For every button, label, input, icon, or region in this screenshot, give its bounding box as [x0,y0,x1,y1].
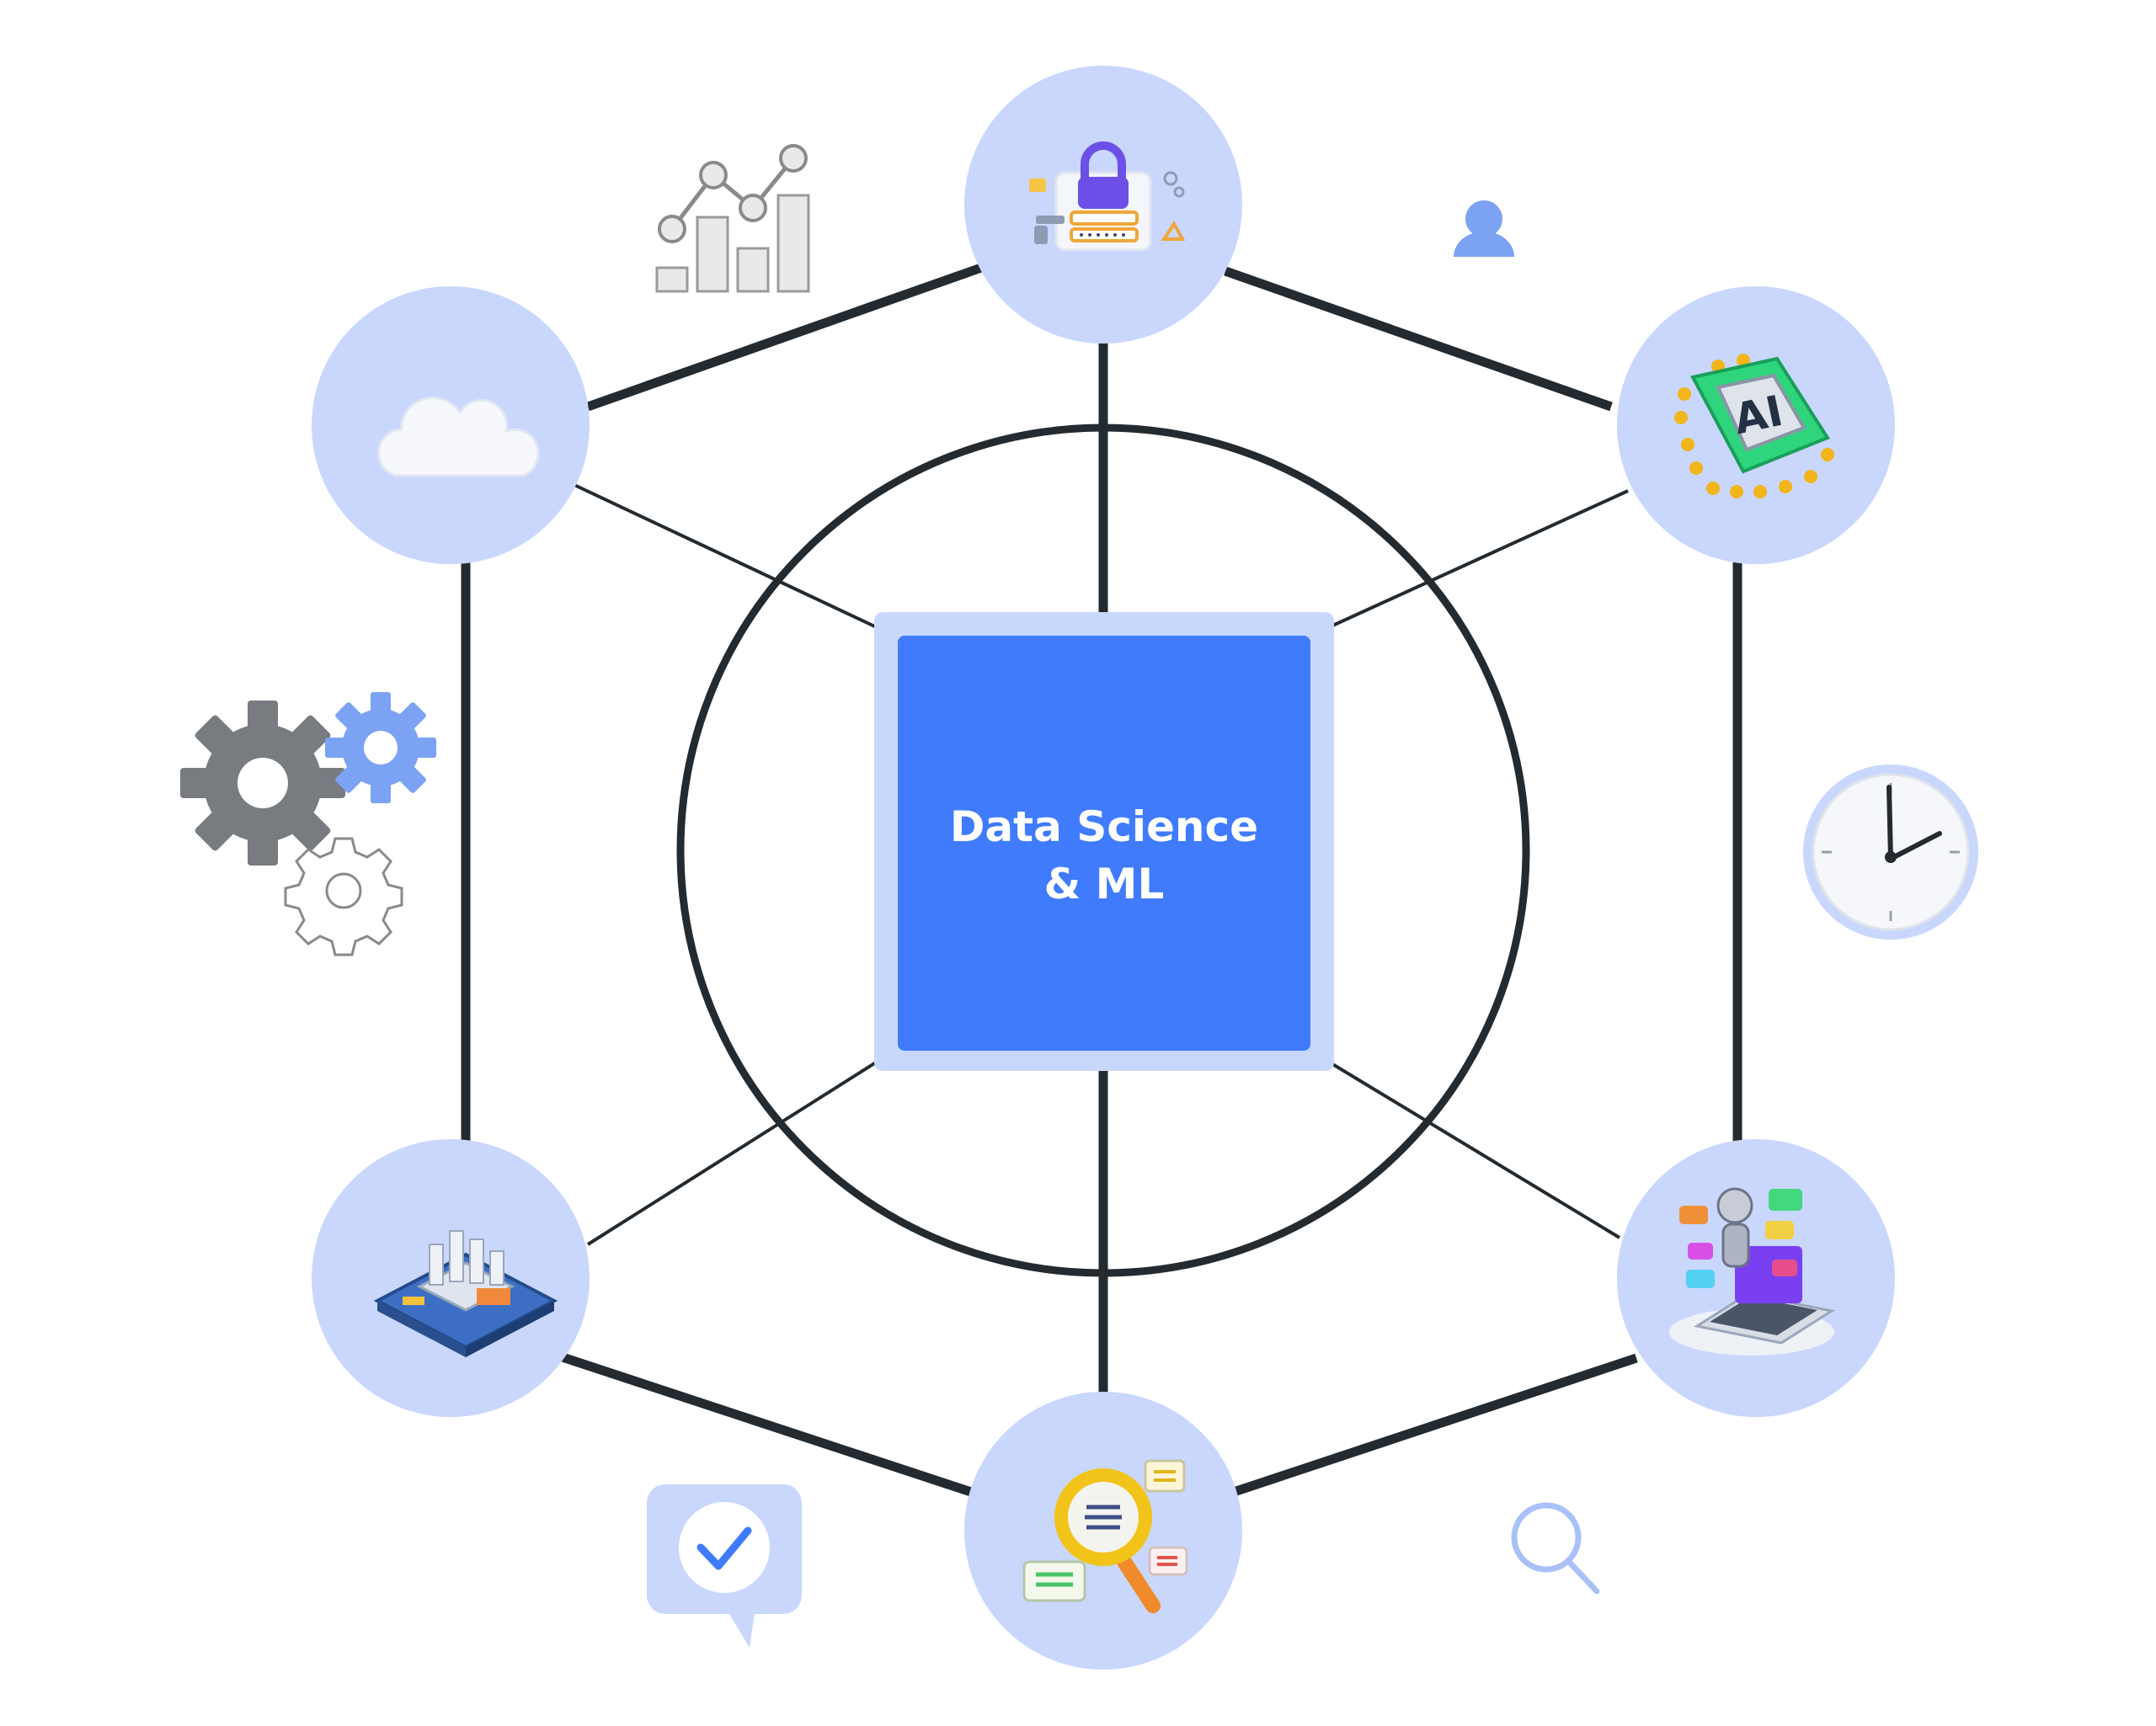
magnifier-documents-icon [1022,1459,1188,1613]
node-upper-right: AI [1617,286,1895,564]
spoke-upper-right [1310,489,1629,637]
factory-icon [373,1230,558,1357]
node-lower-right [1617,1139,1895,1417]
node-upper-left [312,286,590,564]
robot-laptop-icon [1669,1187,1835,1356]
search-icon [1511,1502,1600,1595]
center-box-fill [898,636,1310,1051]
clock-icon [1803,764,1978,940]
security-lock-icon [1029,141,1186,252]
hexagon-edges [461,263,1742,1497]
center-title-line1: Data Science [950,802,1258,851]
edge-lower-right-bottom [1232,1353,1638,1497]
edge-top-upper-right [1224,266,1613,412]
check-chat-icon [647,1484,802,1648]
spoke-upper-left [574,483,895,637]
spoke-lower-right [1309,1049,1621,1239]
node-bottom [964,1392,1242,1670]
center-title-line2: & ML [1044,860,1165,908]
line-chart-icon [655,144,810,293]
user-icon [1454,200,1514,257]
thin-spokes [574,483,1629,1246]
cloud-icon [376,397,540,477]
spoke-lower-left [586,1049,896,1246]
center-box: Data Science & ML [874,612,1334,1071]
edge-lower-left-bottom [561,1352,973,1497]
center-ring [676,424,1530,1277]
ai-chip-icon: AI [1674,354,1834,498]
svg-text:AI: AI [1730,386,1787,445]
gears-icon [180,692,436,956]
node-top [964,66,1242,344]
node-lower-left [312,1139,590,1417]
edge-top-upper-left [586,263,983,412]
